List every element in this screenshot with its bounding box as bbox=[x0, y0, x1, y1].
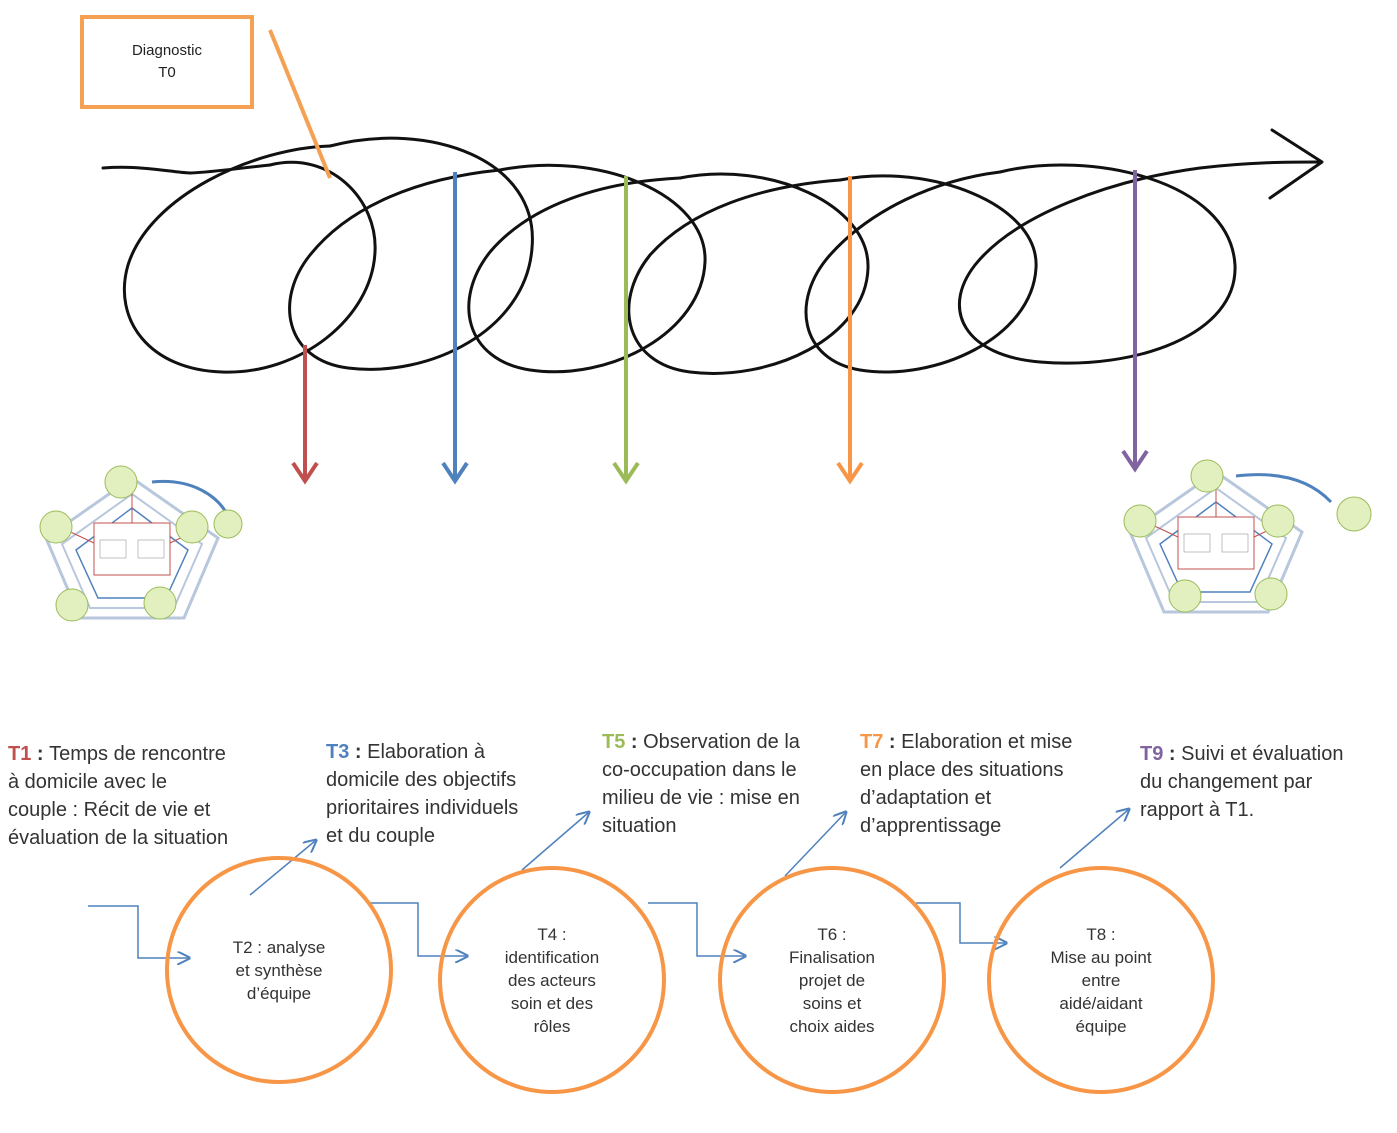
stage-line: couple : Récit de vie et bbox=[8, 799, 211, 821]
stage-line: d’adaptation et bbox=[860, 787, 992, 809]
stage-line: et du couple bbox=[326, 825, 435, 847]
stage-separator: : bbox=[31, 743, 50, 765]
diagnostic-line1: Diagnostic bbox=[131, 42, 203, 59]
stage-code: T1 bbox=[8, 743, 32, 765]
stage-circles bbox=[165, 856, 1215, 1094]
stage-line: rapport à T1. bbox=[1140, 799, 1255, 821]
model-thumbnail-left bbox=[39, 465, 243, 622]
circle-line: d’équipe bbox=[246, 983, 312, 1003]
circle-line: et synthèse bbox=[235, 960, 323, 980]
stage-line: Temps de rencontre bbox=[49, 743, 226, 765]
spiral-lead-in bbox=[101, 163, 272, 175]
stage-line: Observation de la bbox=[643, 731, 800, 753]
spiral-loop-5 bbox=[804, 170, 1038, 374]
circle-t8 bbox=[987, 866, 1215, 1094]
circle-line: Mise au point bbox=[1050, 947, 1152, 967]
stage-code: T7 bbox=[860, 731, 884, 753]
stage-t1: T1 : Temps de rencontre à domicile avec … bbox=[8, 740, 298, 852]
stage-t5: T5 : Observation de la co-occupation dan… bbox=[602, 728, 852, 840]
circle-line: Finalisation bbox=[789, 947, 875, 967]
circle-line: T4 : bbox=[537, 924, 567, 944]
stage-line: co-occupation dans le bbox=[602, 759, 797, 781]
stage-separator: : bbox=[349, 741, 368, 763]
arrow-purple bbox=[1121, 170, 1149, 473]
stage-t7: T7 : Elaboration et mise en place des si… bbox=[860, 728, 1130, 840]
connector-out-of-circles bbox=[249, 810, 1128, 896]
stage-code: T5 bbox=[602, 731, 626, 753]
circle-t2 bbox=[165, 856, 393, 1084]
circle-line: soin et des bbox=[510, 993, 594, 1013]
stage-line: milieu de vie : mise en bbox=[602, 787, 800, 809]
spiral-loop-3 bbox=[467, 163, 707, 374]
stage-t9: T9 : Suivi et évaluation du changement p… bbox=[1140, 740, 1397, 824]
stage-code: T9 bbox=[1140, 743, 1164, 765]
spiral-loop-6 bbox=[957, 160, 1320, 365]
arrow-orange bbox=[836, 176, 864, 485]
spiral-loop-2 bbox=[288, 136, 534, 371]
circle-line: soins et bbox=[802, 993, 862, 1013]
spiral-loop-1 bbox=[122, 144, 377, 374]
diagnostic-box: Diagnostic T0 bbox=[80, 15, 254, 109]
circle-line: aidé/aidant bbox=[1059, 993, 1143, 1013]
circle-line: équipe bbox=[1075, 1016, 1127, 1036]
stage-line: évaluation de la situation bbox=[8, 827, 229, 849]
circle-line: identification bbox=[504, 947, 600, 967]
stage-line: Suivi et évaluation bbox=[1181, 743, 1344, 765]
circle-t6 bbox=[718, 866, 946, 1094]
circle-t4 bbox=[438, 866, 666, 1094]
arrow-red bbox=[291, 345, 319, 485]
circle-line: entre bbox=[1081, 970, 1121, 990]
diagnostic-line2: T0 bbox=[158, 64, 176, 81]
stage-separator: : bbox=[1163, 743, 1182, 765]
circle-line: T2 : analyse bbox=[232, 937, 326, 957]
circle-line: T8 : bbox=[1086, 924, 1116, 944]
stage-code: T3 bbox=[326, 741, 350, 763]
model-thumbnail-right bbox=[1123, 459, 1372, 614]
circle-line: choix aides bbox=[789, 1016, 875, 1036]
stage-line: d’apprentissage bbox=[860, 815, 1002, 837]
stage-line: prioritaires individuels bbox=[326, 797, 519, 819]
circle-line: T6 : bbox=[817, 924, 847, 944]
stage-line: en place des situations bbox=[860, 759, 1064, 781]
spiral-timeline bbox=[101, 128, 1324, 375]
circle-text-t2: T2 : analyse et synthèse d’équipe bbox=[199, 890, 359, 1050]
spiral-loop-4 bbox=[627, 172, 870, 375]
circle-text-t6: T6 : Finalisation projet de soins et cho… bbox=[752, 900, 912, 1060]
arrow-blue bbox=[441, 172, 469, 485]
diagnostic-leader-line bbox=[268, 29, 332, 179]
circle-line: rôles bbox=[533, 1016, 571, 1036]
circle-text-t8: T8 : Mise au point entre aidé/aidant équ… bbox=[1021, 900, 1181, 1060]
circle-line: projet de bbox=[798, 970, 866, 990]
stage-t3: T3 : Elaboration à domicile des objectif… bbox=[326, 738, 596, 850]
stage-line: situation bbox=[602, 815, 677, 837]
stage-line: Elaboration et mise bbox=[901, 731, 1073, 753]
spiral-arrowhead bbox=[1268, 128, 1324, 200]
stage-separator: : bbox=[625, 731, 644, 753]
stage-line: Elaboration à bbox=[367, 741, 485, 763]
circle-text-t4: T4 : identification des acteurs soin et … bbox=[472, 900, 632, 1060]
arrow-green bbox=[612, 176, 640, 485]
circle-line: des acteurs bbox=[508, 970, 596, 990]
stage-line: du changement par bbox=[1140, 771, 1313, 793]
stage-separator: : bbox=[883, 731, 902, 753]
stage-line: à domicile avec le bbox=[8, 771, 167, 793]
stage-line: domicile des objectifs bbox=[326, 769, 517, 791]
